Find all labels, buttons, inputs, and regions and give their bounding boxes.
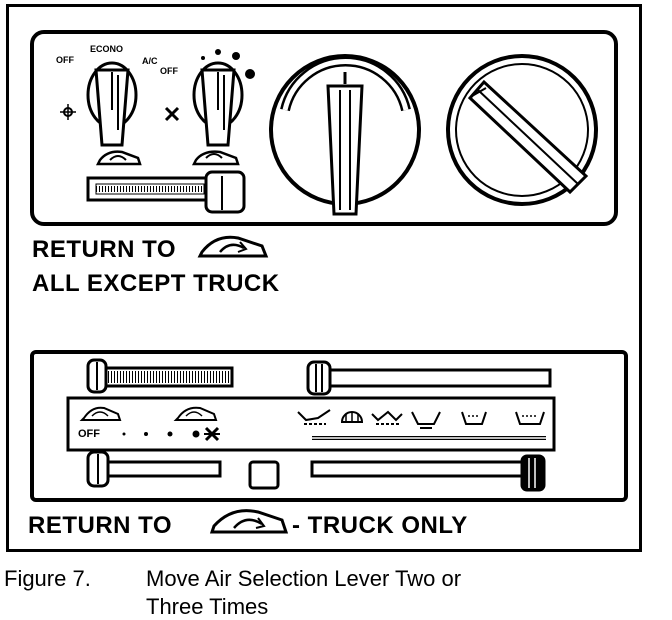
mode-econo-label: ECONO — [90, 44, 124, 54]
fan-lever[interactable] — [86, 358, 234, 394]
max-defrost-icon — [340, 411, 364, 423]
mode-ac-label: A/C — [142, 56, 158, 66]
recirculation-car-icon — [197, 235, 269, 258]
bi-level-icon — [371, 410, 403, 425]
temperature-dial[interactable] — [269, 54, 421, 216]
fresh-air-car-icon — [191, 150, 240, 166]
air-selection-lever[interactable] — [306, 360, 552, 396]
figure-frame — [6, 4, 642, 552]
floor-mode-icon — [411, 411, 441, 429]
mode-knob[interactable] — [86, 61, 138, 147]
vent-mode-icon — [297, 409, 331, 425]
fresh-air-car-icon — [173, 406, 218, 421]
caption-return-to-truck: RETURN TO — [28, 512, 173, 539]
fan-off-label: OFF — [160, 66, 178, 76]
caption-all-except-truck: ALL EXCEPT TRUCK — [32, 270, 280, 297]
caption-return-to: RETURN TO — [32, 236, 177, 263]
recirculation-car-icon — [79, 406, 122, 421]
truck-fan-off-label: OFF — [78, 428, 100, 440]
caption-truck-only: - TRUCK ONLY — [292, 512, 468, 539]
figure-caption-line1: Move Air Selection Lever Two or — [146, 566, 462, 591]
fan-speed-dots-icon — [201, 49, 255, 79]
figure-caption-line2: Three Times — [146, 594, 269, 619]
fan-speed-dots-icon — [122, 430, 200, 438]
control-panel-truck — [30, 350, 628, 502]
figure-number: Figure 7. — [4, 566, 91, 591]
air-selection-dial[interactable] — [446, 54, 598, 206]
ac-button[interactable] — [248, 460, 280, 490]
floor-defrost-icon — [461, 411, 487, 425]
fan-knob[interactable] — [192, 61, 244, 147]
recirculation-lever[interactable] — [310, 454, 546, 492]
recirculation-car-icon — [95, 150, 142, 166]
control-panel-all-except-truck — [30, 30, 618, 226]
defrost-icon — [515, 411, 545, 425]
temperature-lever[interactable] — [86, 450, 222, 488]
fan-icon — [204, 426, 220, 442]
recirculation-car-icon — [209, 509, 289, 534]
mode-off-label: OFF — [56, 55, 74, 65]
temperature-slider[interactable] — [86, 170, 246, 214]
sun-icon — [60, 104, 76, 120]
fan-x-icon — [164, 106, 180, 122]
